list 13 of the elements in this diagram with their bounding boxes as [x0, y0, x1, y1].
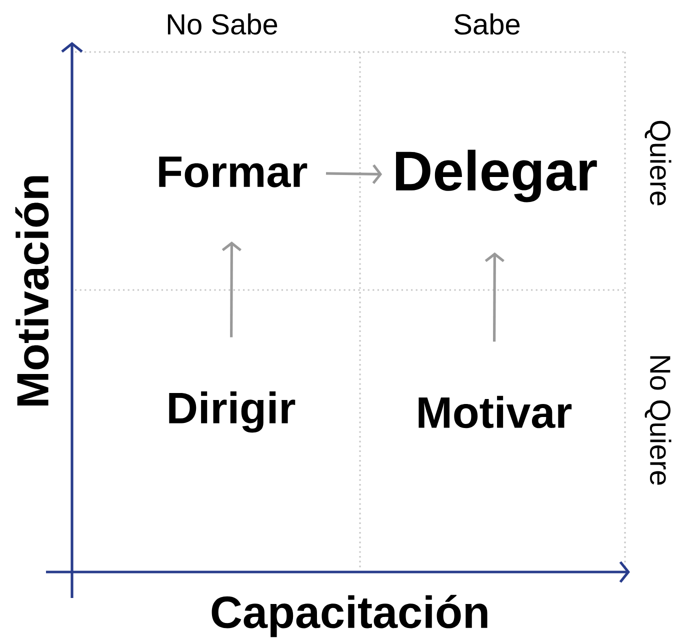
arrow	[222, 242, 242, 338]
axis-title: Motivación	[15, 176, 49, 406]
arrow	[326, 164, 382, 184]
row-header: Quiere	[644, 120, 672, 206]
column-header: Sabe	[454, 13, 520, 35]
quadrant-label: Dirigir	[169, 391, 296, 433]
quadrant-label: Delegar	[396, 150, 597, 202]
arrow	[484, 252, 504, 342]
row-header: No Quiere	[644, 356, 672, 485]
quadrant-label: Formar	[159, 156, 308, 188]
axis-title: Capacitación	[212, 594, 488, 638]
column-header: No Sabe	[168, 13, 278, 35]
quadrant-label: Motivar	[418, 396, 572, 428]
